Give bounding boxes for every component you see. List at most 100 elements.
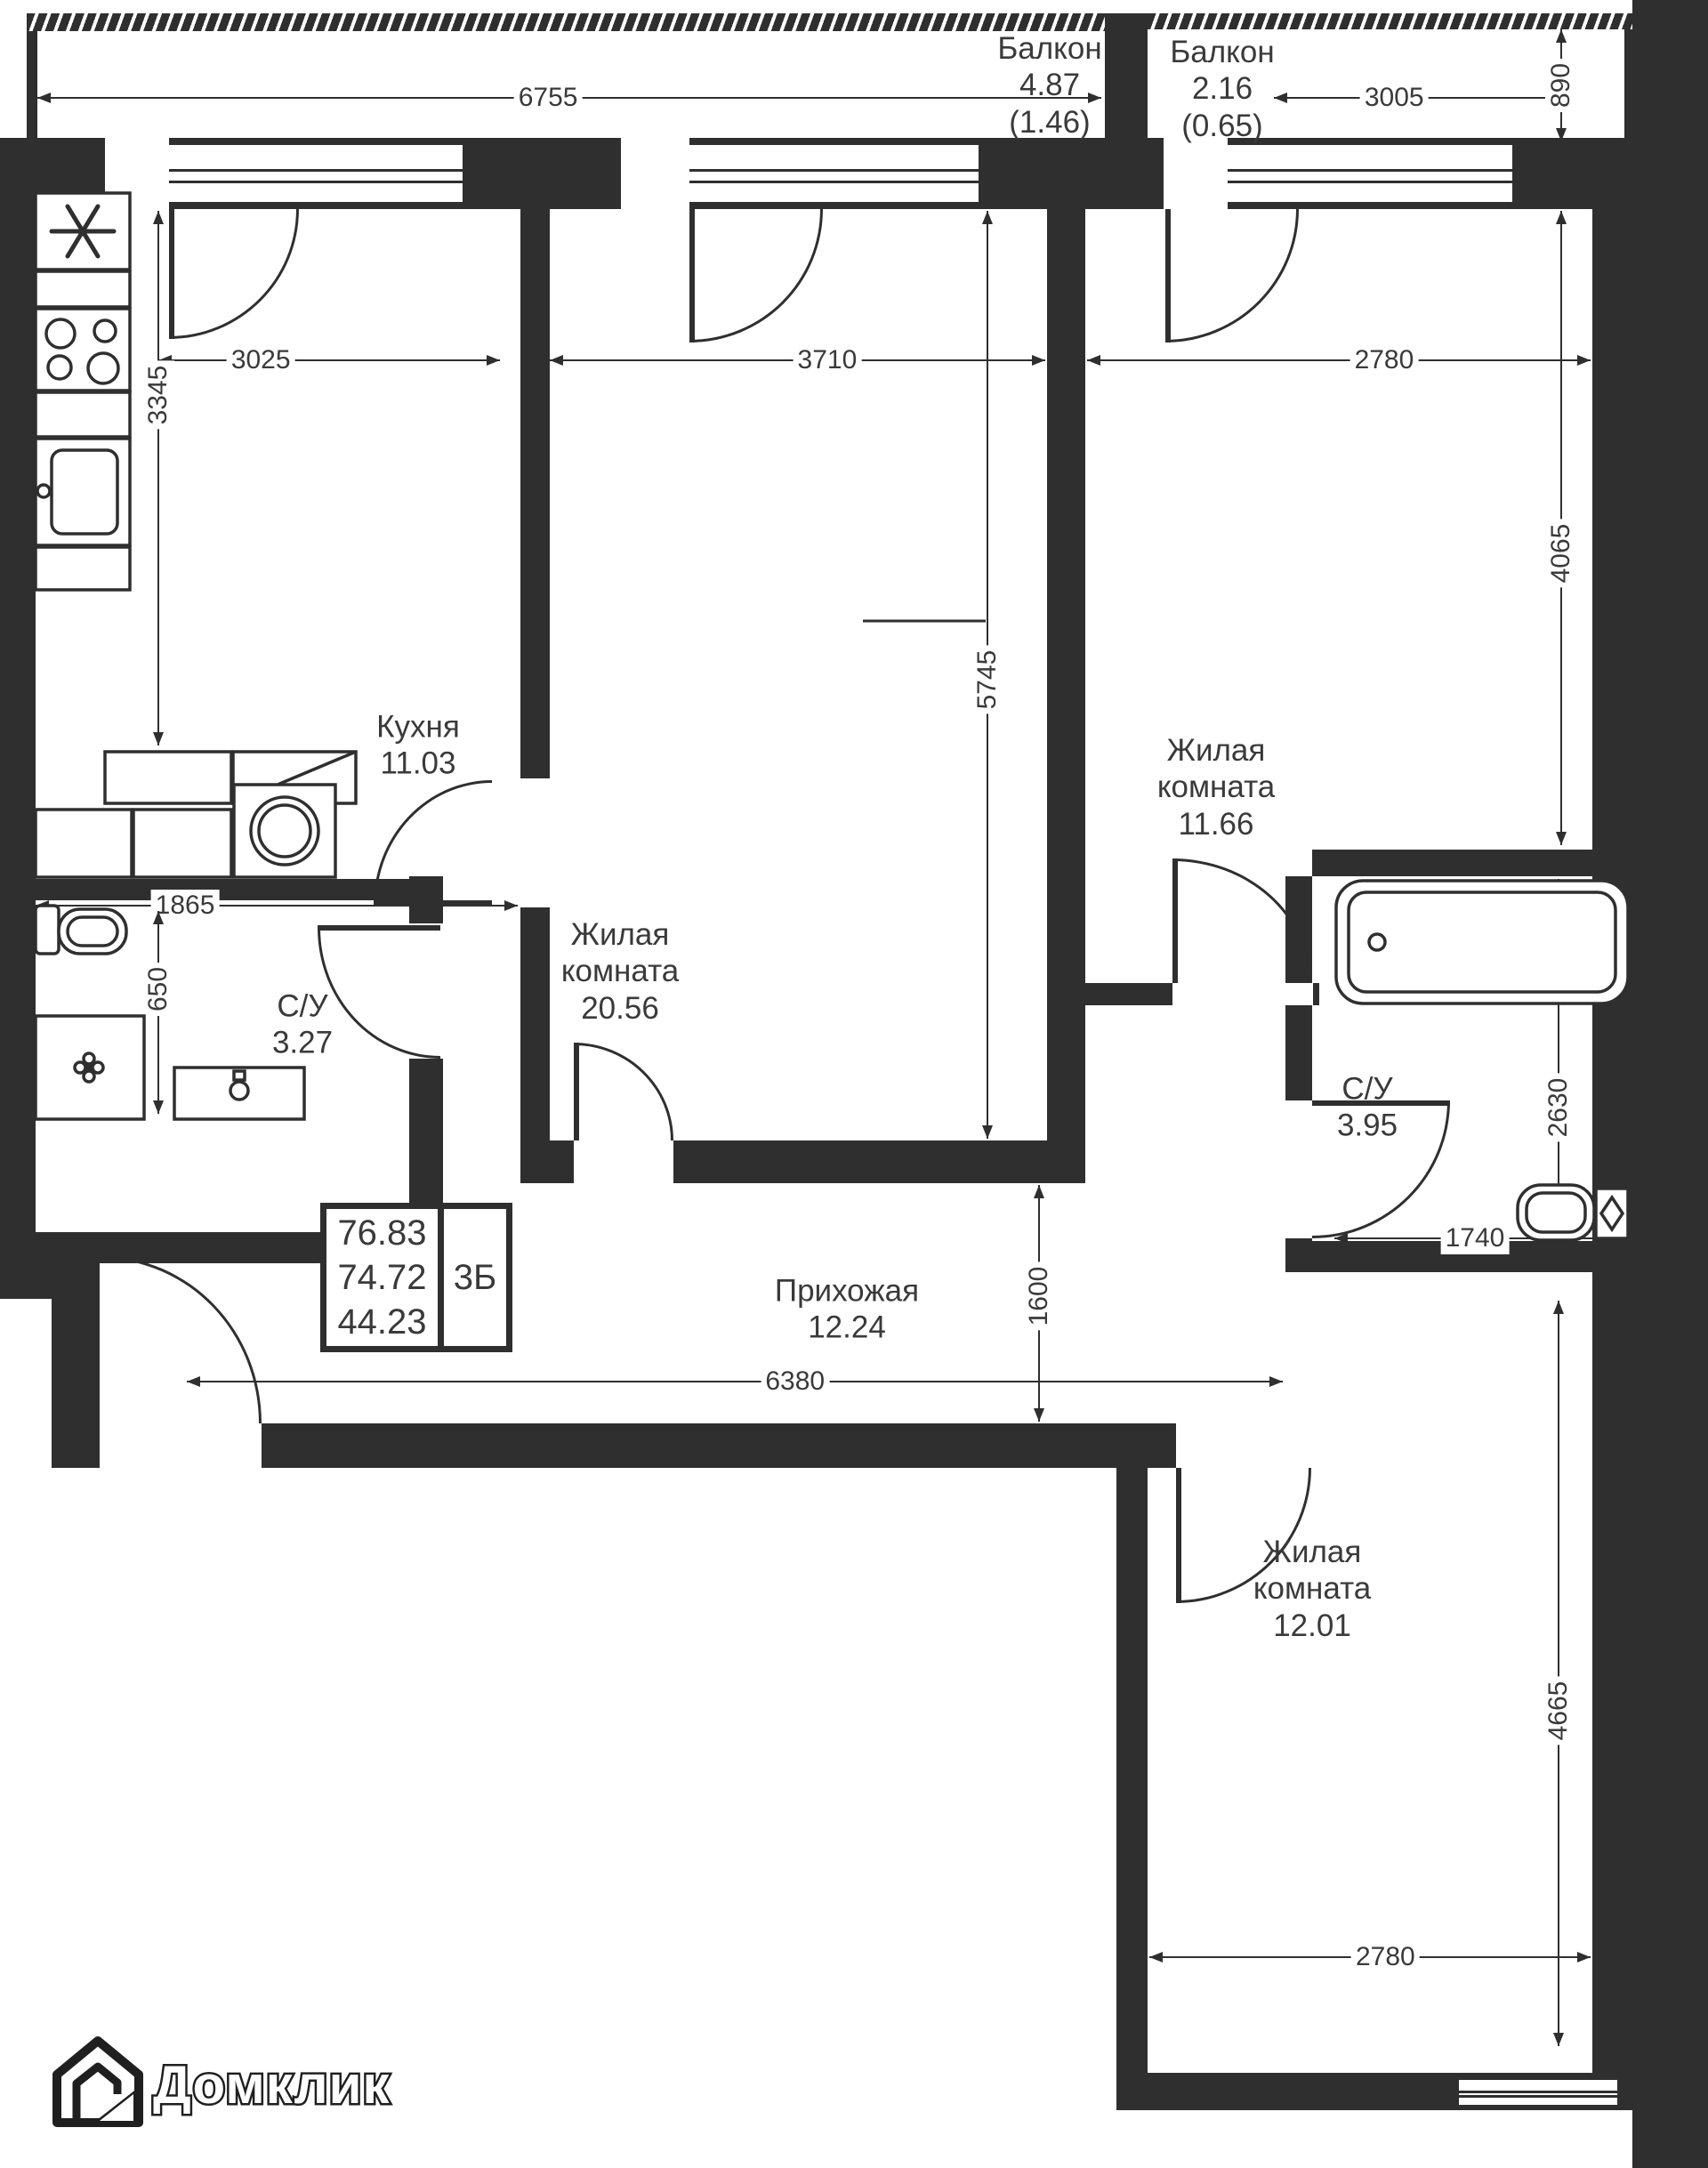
balcony-railing-wall [27, 13, 1105, 31]
wall-segment [520, 209, 550, 1140]
domklik-house-icon [52, 2036, 143, 2127]
dimension-arrow [1087, 355, 1100, 366]
dimension-label-hall_height: 1600 [1023, 1261, 1055, 1331]
dimension-label-living11_width: 2780 [1349, 344, 1419, 376]
washing-machine-icon [232, 783, 337, 879]
dimension-arrow [153, 911, 164, 924]
dimension-arrow [153, 1100, 164, 1114]
door-swing-arc [101, 1256, 262, 1423]
dimension-label-balcony_depth: 890 [1545, 58, 1577, 113]
dimension-arrow [1034, 1408, 1044, 1422]
door-leaf [689, 209, 695, 343]
shower-icon [34, 1014, 146, 1121]
living-area: 44.23 [337, 1302, 427, 1342]
dimension-arrow [1553, 1301, 1564, 1314]
door-leaf [318, 925, 440, 931]
dimension-label-living20_height: 5745 [971, 645, 1003, 714]
balcony-railing-wall [1148, 13, 1632, 29]
door-opening [1285, 1100, 1312, 1238]
dimension-label-living12_width: 2780 [1350, 1941, 1420, 1973]
door-swing-arc [689, 209, 823, 343]
room-name: Жилая комната [1156, 733, 1276, 805]
door-leaf [1312, 1100, 1450, 1106]
area-summary-box: 76.83 74.72 44.23 3Б [320, 1203, 512, 1352]
dimension-label-living12_height: 4665 [1543, 1676, 1575, 1745]
door-leaf [374, 900, 492, 906]
dimension-arrow [1269, 1376, 1283, 1387]
kitchen-counter-row [34, 750, 358, 879]
balcony-area-reduced: (0.65) [1181, 108, 1263, 143]
door-leaf [574, 1043, 579, 1140]
room-area: 11.03 [380, 746, 456, 781]
dimension-label-bath_left_height: 650 [142, 962, 174, 1016]
dimension-arrow [1602, 1233, 1615, 1244]
dimension-arrow [1556, 128, 1567, 141]
dimension-arrow [1334, 1233, 1348, 1244]
kitchen-cabinet [34, 545, 132, 592]
room-area: 20.56 [581, 990, 659, 1026]
balcony-name: Балкон [997, 31, 1102, 67]
dimension-line-hall_width [187, 1381, 1283, 1382]
door-leaf [1176, 1468, 1181, 1603]
wall-segment [1105, 13, 1148, 147]
dimension-arrow [1032, 355, 1045, 366]
dimension-label-kitchen_height: 3345 [142, 360, 174, 430]
wall-segment [1632, 0, 1708, 2168]
wall-segment [36, 879, 411, 900]
vanity-sink-icon [173, 1066, 306, 1121]
dimension-arrow [1553, 879, 1564, 892]
door-leaf [1165, 209, 1171, 343]
door-opening [100, 1423, 262, 1468]
door-opening [574, 1140, 673, 1183]
wall-segment [1047, 209, 1085, 1183]
dimension-label-kitchen_width: 3025 [226, 344, 295, 376]
dimension-line-kitchen_height [157, 211, 159, 746]
balcony-area: 4.87 [1019, 68, 1081, 103]
balcony-area-reduced: (1.46) [1009, 104, 1091, 140]
room-name: Жилая комната [560, 917, 680, 989]
dimension-arrow [1553, 2033, 1564, 2046]
door-opening [1172, 983, 1313, 1005]
room-area: 12.24 [808, 1310, 886, 1345]
dimension-arrow [504, 900, 518, 911]
stove-icon [34, 307, 132, 392]
total-area: 76.83 [337, 1213, 427, 1253]
kitchen-sink-icon [34, 437, 132, 547]
domklik-logo: Домклик [44, 2030, 418, 2137]
dimension-arrow [1556, 211, 1567, 224]
window [689, 145, 979, 202]
wall-segment [1116, 1423, 1148, 2073]
door-swing-arc [374, 780, 492, 905]
unit-type: 3Б [438, 1209, 506, 1346]
room-name: Прихожая [774, 1273, 920, 1309]
dimension-arrow [1556, 832, 1567, 845]
kitchen-cabinet [34, 270, 132, 309]
window [169, 145, 463, 202]
dimension-arrow [487, 355, 500, 366]
door-swing-arc [1165, 209, 1299, 343]
logo-text: Домклик [153, 2055, 391, 2115]
door-opening [520, 778, 550, 907]
dimension-arrow [1088, 93, 1101, 103]
door-opening [105, 138, 169, 209]
dimension-line-living12_height [1558, 1301, 1559, 2046]
dimension-arrow [187, 1376, 200, 1387]
kitchen-counter [34, 391, 132, 439]
room-area: 3.95 [1336, 1108, 1398, 1143]
balcony-area: 2.16 [1191, 71, 1253, 107]
dimension-arrow [1553, 1225, 1564, 1238]
dimension-label-bath_right_width: 1740 [1440, 1222, 1510, 1254]
wall-segment [1312, 850, 1632, 876]
dimension-label-bath_right_height: 2630 [1543, 1073, 1575, 1141]
door-leaf [1172, 858, 1178, 983]
dimension-label-hall_width: 6380 [761, 1366, 830, 1398]
